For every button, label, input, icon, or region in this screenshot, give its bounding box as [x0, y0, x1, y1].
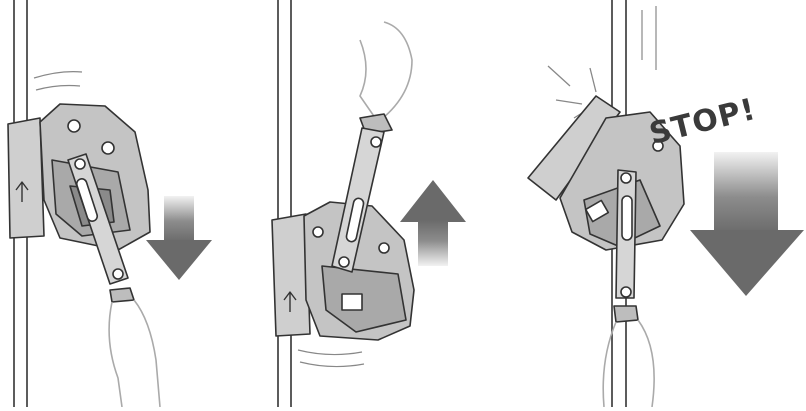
lanyard-right — [133, 299, 161, 408]
pivot-bolt — [652, 140, 664, 152]
impact-burst — [547, 65, 597, 119]
pivot-bolt — [74, 158, 86, 170]
motion-line — [35, 84, 81, 91]
lever-slot — [621, 195, 633, 241]
up-arrow-icon — [400, 180, 466, 266]
down-arrow-icon — [146, 196, 212, 280]
pivot-bolt — [620, 286, 632, 298]
lever-slot — [75, 178, 99, 222]
device-cam — [321, 265, 407, 333]
pivot-bolt — [112, 268, 124, 280]
panel-2 — [271, 0, 466, 407]
cam-window — [341, 293, 363, 311]
pivot-bolt — [338, 256, 350, 268]
connector — [613, 305, 639, 323]
lever-slot — [345, 197, 365, 243]
pivot-bolt — [620, 172, 632, 184]
up-arrow-icon — [15, 181, 29, 202]
device-back-plate — [7, 117, 45, 239]
pivot-bolt — [312, 226, 324, 238]
panel-1 — [7, 0, 212, 408]
pivot-bolt — [370, 136, 382, 148]
motion-line — [33, 71, 83, 79]
lanyard-left — [602, 321, 617, 408]
pivot-bolt — [67, 119, 81, 133]
up-arrow-icon — [283, 291, 297, 312]
pivot-bolt — [101, 141, 115, 155]
lanyard-right — [637, 319, 655, 408]
panel-3 — [527, 0, 804, 408]
device-back-plate — [527, 95, 621, 201]
motion-line — [297, 349, 363, 356]
cam-window — [584, 199, 610, 223]
pivot-bolt — [378, 242, 390, 254]
device-back-plate — [271, 213, 311, 337]
hand-lanyard — [359, 21, 413, 123]
down-arrow-icon — [690, 152, 804, 296]
motion-line — [299, 361, 365, 368]
lanyard-left — [108, 301, 123, 408]
connector — [109, 287, 135, 303]
